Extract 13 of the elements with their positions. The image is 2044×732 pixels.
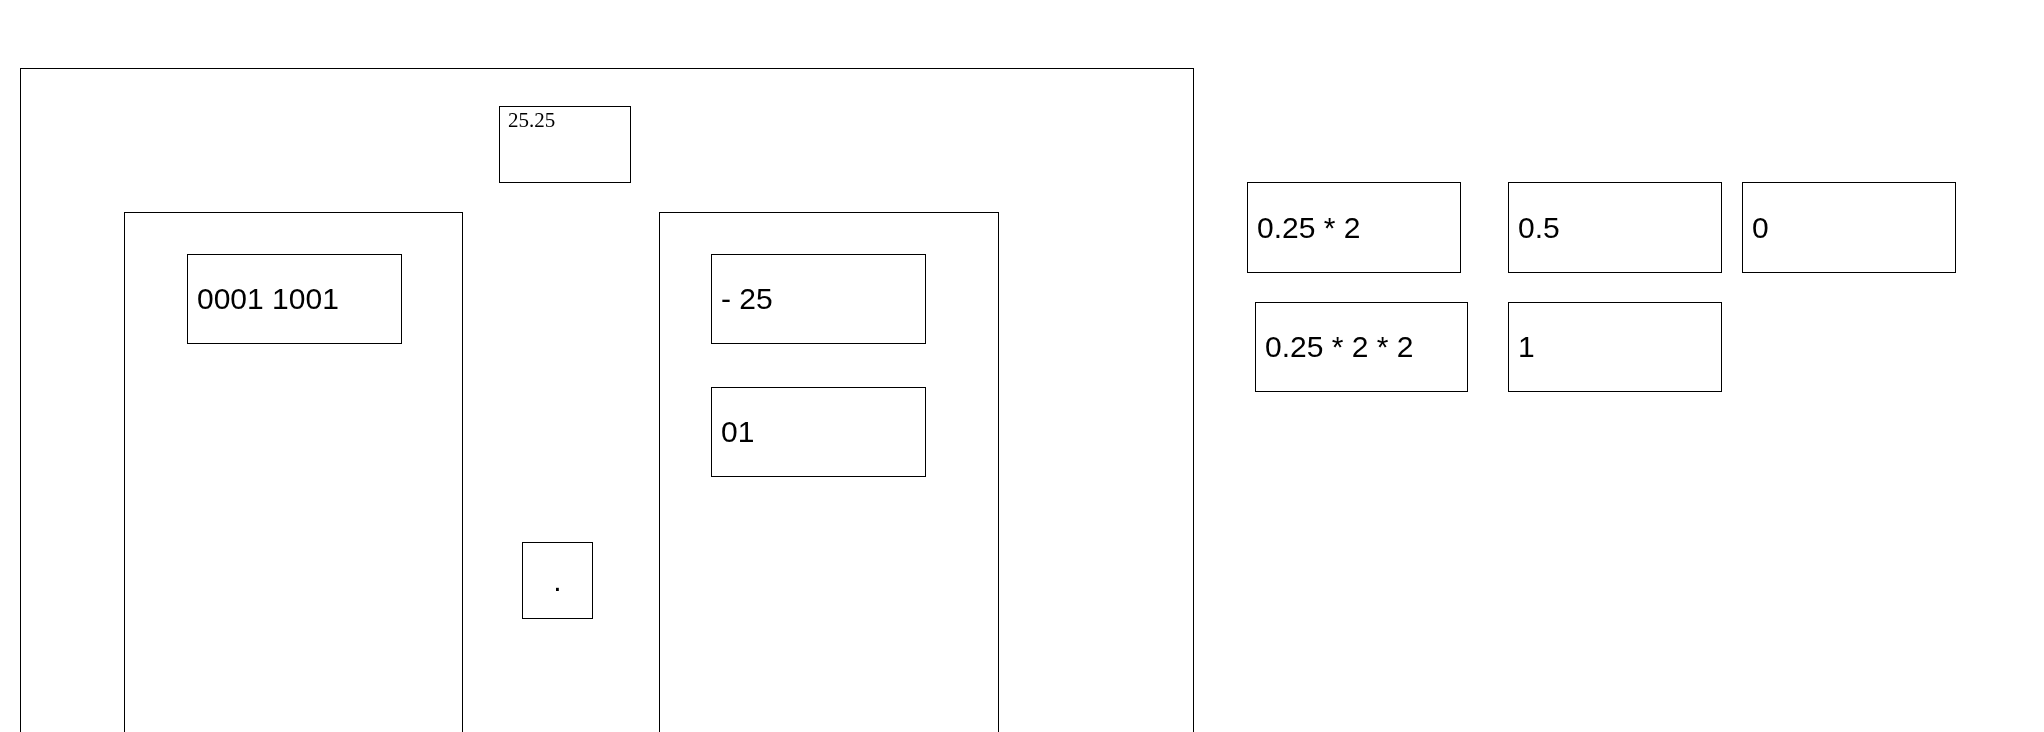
number-box: 0.25 * 2 * 2 (1255, 302, 1468, 392)
number-box: 01 (711, 387, 926, 477)
outer-frame (20, 68, 1194, 732)
number-box: 1 (1508, 302, 1722, 392)
number-box: 0.25 * 2 (1247, 182, 1461, 273)
number-box: 25.25 (499, 106, 631, 183)
number-box: - 25 (711, 254, 926, 344)
number-box: 0001 1001 (187, 254, 402, 344)
number-box: 0 (1742, 182, 1956, 273)
column-panel (659, 212, 999, 732)
column-panel (124, 212, 463, 732)
symbol-box: . (522, 542, 593, 619)
number-box: 0.5 (1508, 182, 1722, 273)
